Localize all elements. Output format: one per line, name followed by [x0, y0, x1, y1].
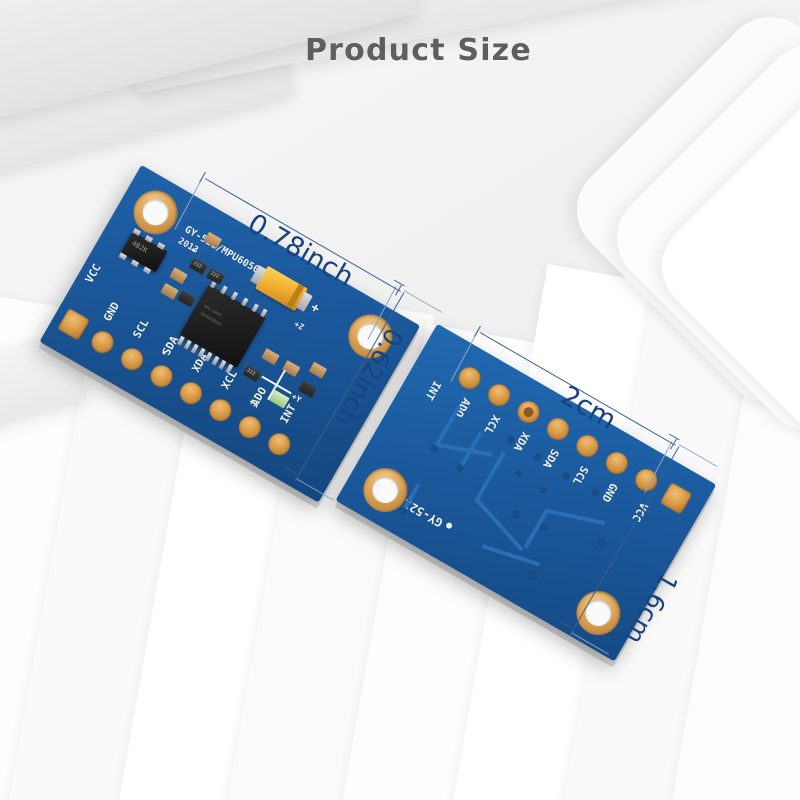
pin-label-vcc: VCC: [82, 261, 104, 286]
pin-label-scl: SCL: [130, 316, 152, 341]
pin-pad: [542, 414, 573, 445]
pin-pad: [264, 429, 295, 460]
pin-pad: [116, 344, 148, 375]
page-title: Product Size: [305, 33, 532, 68]
pin-label-scl: SCL: [569, 463, 591, 488]
pin-pad: [234, 412, 265, 443]
axis-mark-z: +Z: [292, 319, 306, 333]
axis-mark-y: +Y: [289, 391, 303, 405]
smd-capacitor: [169, 267, 188, 285]
regulator-marking: 4B2K: [130, 239, 149, 255]
pin-pad: [601, 448, 632, 479]
smd-capacitor: [281, 360, 301, 378]
pin-pad-vcc: [659, 482, 693, 515]
pin-label-gnd: GND: [100, 299, 123, 324]
pin-pad: [175, 378, 206, 409]
pin-pad: [513, 397, 544, 428]
smd-capacitor: [261, 348, 280, 366]
smd-resistor: [176, 290, 197, 308]
pin-label-xda: XDA: [510, 429, 532, 454]
pin-label-gnd: GND: [599, 480, 621, 505]
pin-pad: [146, 361, 177, 392]
pin-pad: [87, 327, 118, 358]
pin-pad: [205, 395, 236, 426]
pin-pad: [454, 363, 485, 394]
smd-capacitor: [160, 282, 179, 300]
pin-pad: [484, 380, 515, 411]
polarity-mark: +: [307, 299, 323, 317]
pin-label-xcl: XCL: [481, 412, 503, 437]
back-board: INT ADO XCL XDA SDA SCL GND VCC GY-521: [318, 323, 738, 668]
pin-pad-vcc: [57, 307, 91, 341]
pin-label-sda: SDA: [540, 446, 562, 471]
pin-label-int: INT: [422, 378, 444, 403]
pin-pad: [572, 431, 603, 462]
